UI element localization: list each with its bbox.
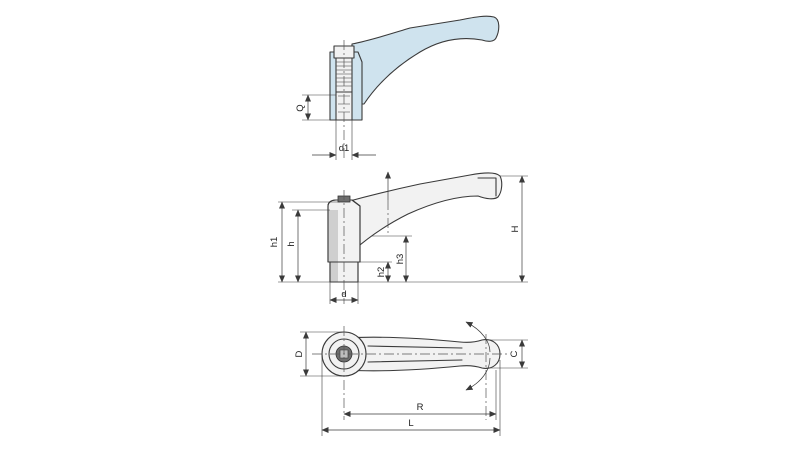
label-h3: h3 <box>395 254 406 265</box>
label-h2: h2 <box>376 267 387 278</box>
rotation-arrow-bottom <box>465 357 491 391</box>
label-h1: h1 <box>269 237 280 248</box>
hub-shading <box>328 210 338 262</box>
label-D: D <box>294 350 305 357</box>
plan-view: D C R L <box>294 321 528 436</box>
lever-arm-side <box>345 172 503 251</box>
label-L: L <box>408 418 413 429</box>
label-C: C <box>509 350 520 357</box>
sectional-view: Q d1 <box>295 15 500 160</box>
rotation-arrow-top <box>465 321 491 353</box>
label-q: Q <box>295 104 306 111</box>
label-d: d <box>341 289 346 300</box>
label-d1: d1 <box>339 143 350 154</box>
lever-arm-section <box>351 15 500 105</box>
label-R: R <box>417 402 424 413</box>
side-elevation: h1 h h2 h3 H d <box>269 171 528 304</box>
label-h: h <box>286 241 297 246</box>
label-H: H <box>510 225 521 232</box>
